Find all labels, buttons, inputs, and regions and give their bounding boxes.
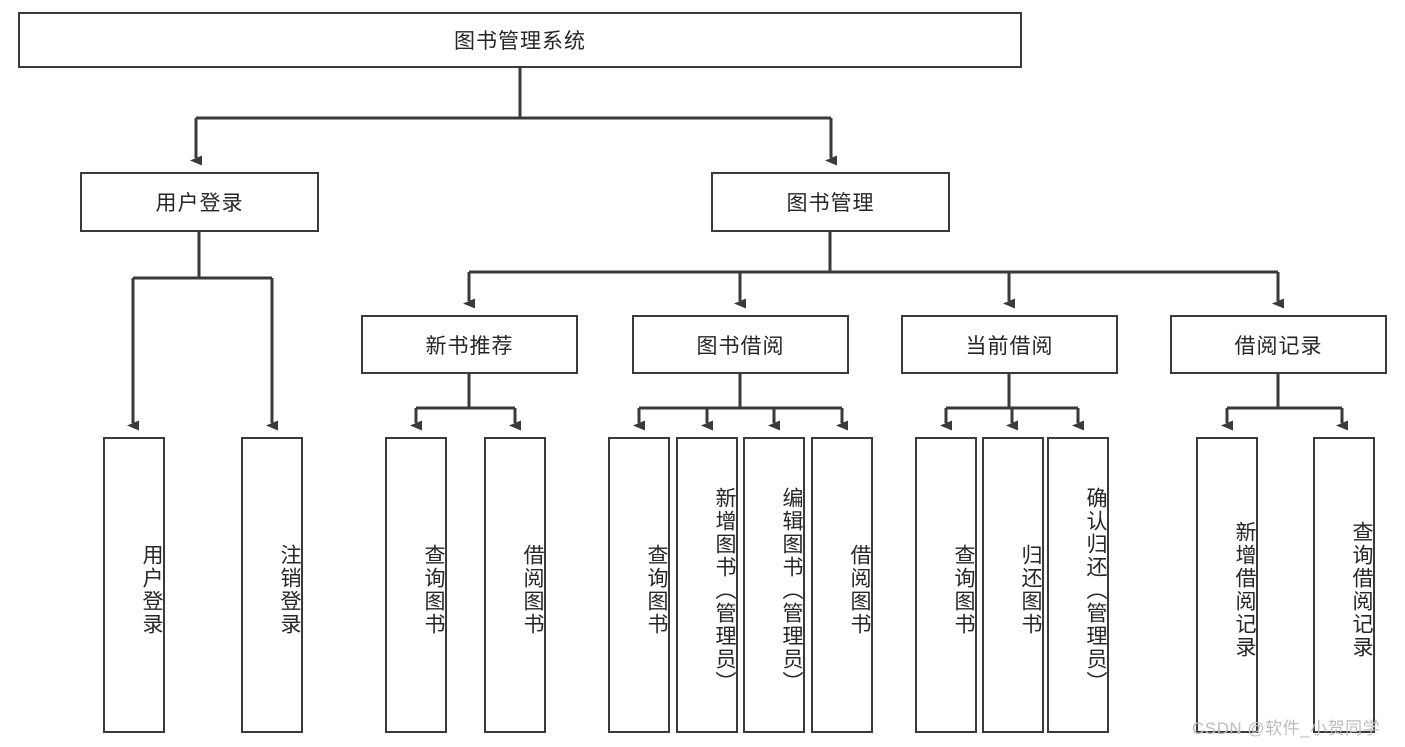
leaf-query-book-rec[interactable]: 查询图书 [385,437,447,733]
node-current-borrow[interactable]: 当前借阅 [901,315,1118,374]
leaf-query-book-current[interactable]: 查询图书 [915,437,977,733]
leaf-return-book-label: 归还图书 [1019,544,1042,636]
leaf-query-book-borrow[interactable]: 查询图书 [608,437,670,733]
node-book-manage[interactable]: 图书管理 [711,172,950,232]
leaf-borrow-book[interactable]: 借阅图书 [811,437,873,733]
node-book-borrow[interactable]: 图书借阅 [632,315,849,374]
leaf-query-book-borrow-label: 查询图书 [645,544,668,636]
node-book-manage-label: 图书管理 [786,192,875,215]
leaf-query-book-current-label: 查询图书 [952,544,975,636]
leaf-user-login-label: 用户登录 [140,544,163,636]
leaf-add-book[interactable]: 新增图书（管理员） [676,437,738,733]
leaf-user-login[interactable]: 用户登录 [103,437,165,733]
leaf-confirm-return[interactable]: 确认归还（管理员） [1047,437,1109,733]
node-user-login[interactable]: 用户登录 [80,172,319,232]
leaf-query-borrow-record[interactable]: 查询借阅记录 [1313,437,1375,733]
leaf-borrow-book-rec[interactable]: 借阅图书 [484,437,546,733]
leaf-query-borrow-record-label: 查询借阅记录 [1350,521,1373,659]
csdn-watermark: CSDN @软件_小贺同学 [1192,719,1381,738]
node-borrow-record-label: 借阅记录 [1234,334,1323,358]
leaf-borrow-book-label: 借阅图书 [848,544,871,636]
node-new-book-recommend-label: 新书推荐 [425,334,514,358]
node-borrow-record[interactable]: 借阅记录 [1170,315,1387,374]
leaf-add-borrow-record[interactable]: 新增借阅记录 [1196,437,1258,733]
leaf-confirm-return-label: 确认归还（管理员） [1084,486,1107,694]
leaf-edit-book-label: 编辑图书（管理员） [780,486,803,694]
node-book-borrow-label: 图书借阅 [696,334,785,358]
leaf-add-book-label: 新增图书（管理员） [713,486,736,694]
node-current-borrow-label: 当前借阅 [965,334,1054,358]
leaf-return-book[interactable]: 归还图书 [982,437,1044,733]
node-new-book-recommend[interactable]: 新书推荐 [361,315,578,374]
node-user-login-label: 用户登录 [155,192,244,215]
leaf-logout-login-label: 注销登录 [278,544,301,636]
leaf-logout-login[interactable]: 注销登录 [241,437,303,733]
leaf-edit-book[interactable]: 编辑图书（管理员） [743,437,805,733]
leaf-add-borrow-record-label: 新增借阅记录 [1233,521,1256,659]
node-root-label: 图书管理系统 [454,30,586,53]
leaf-query-book-rec-label: 查询图书 [422,544,445,636]
node-root[interactable]: 图书管理系统 [18,12,1022,68]
leaf-borrow-book-rec-label: 借阅图书 [521,544,544,636]
